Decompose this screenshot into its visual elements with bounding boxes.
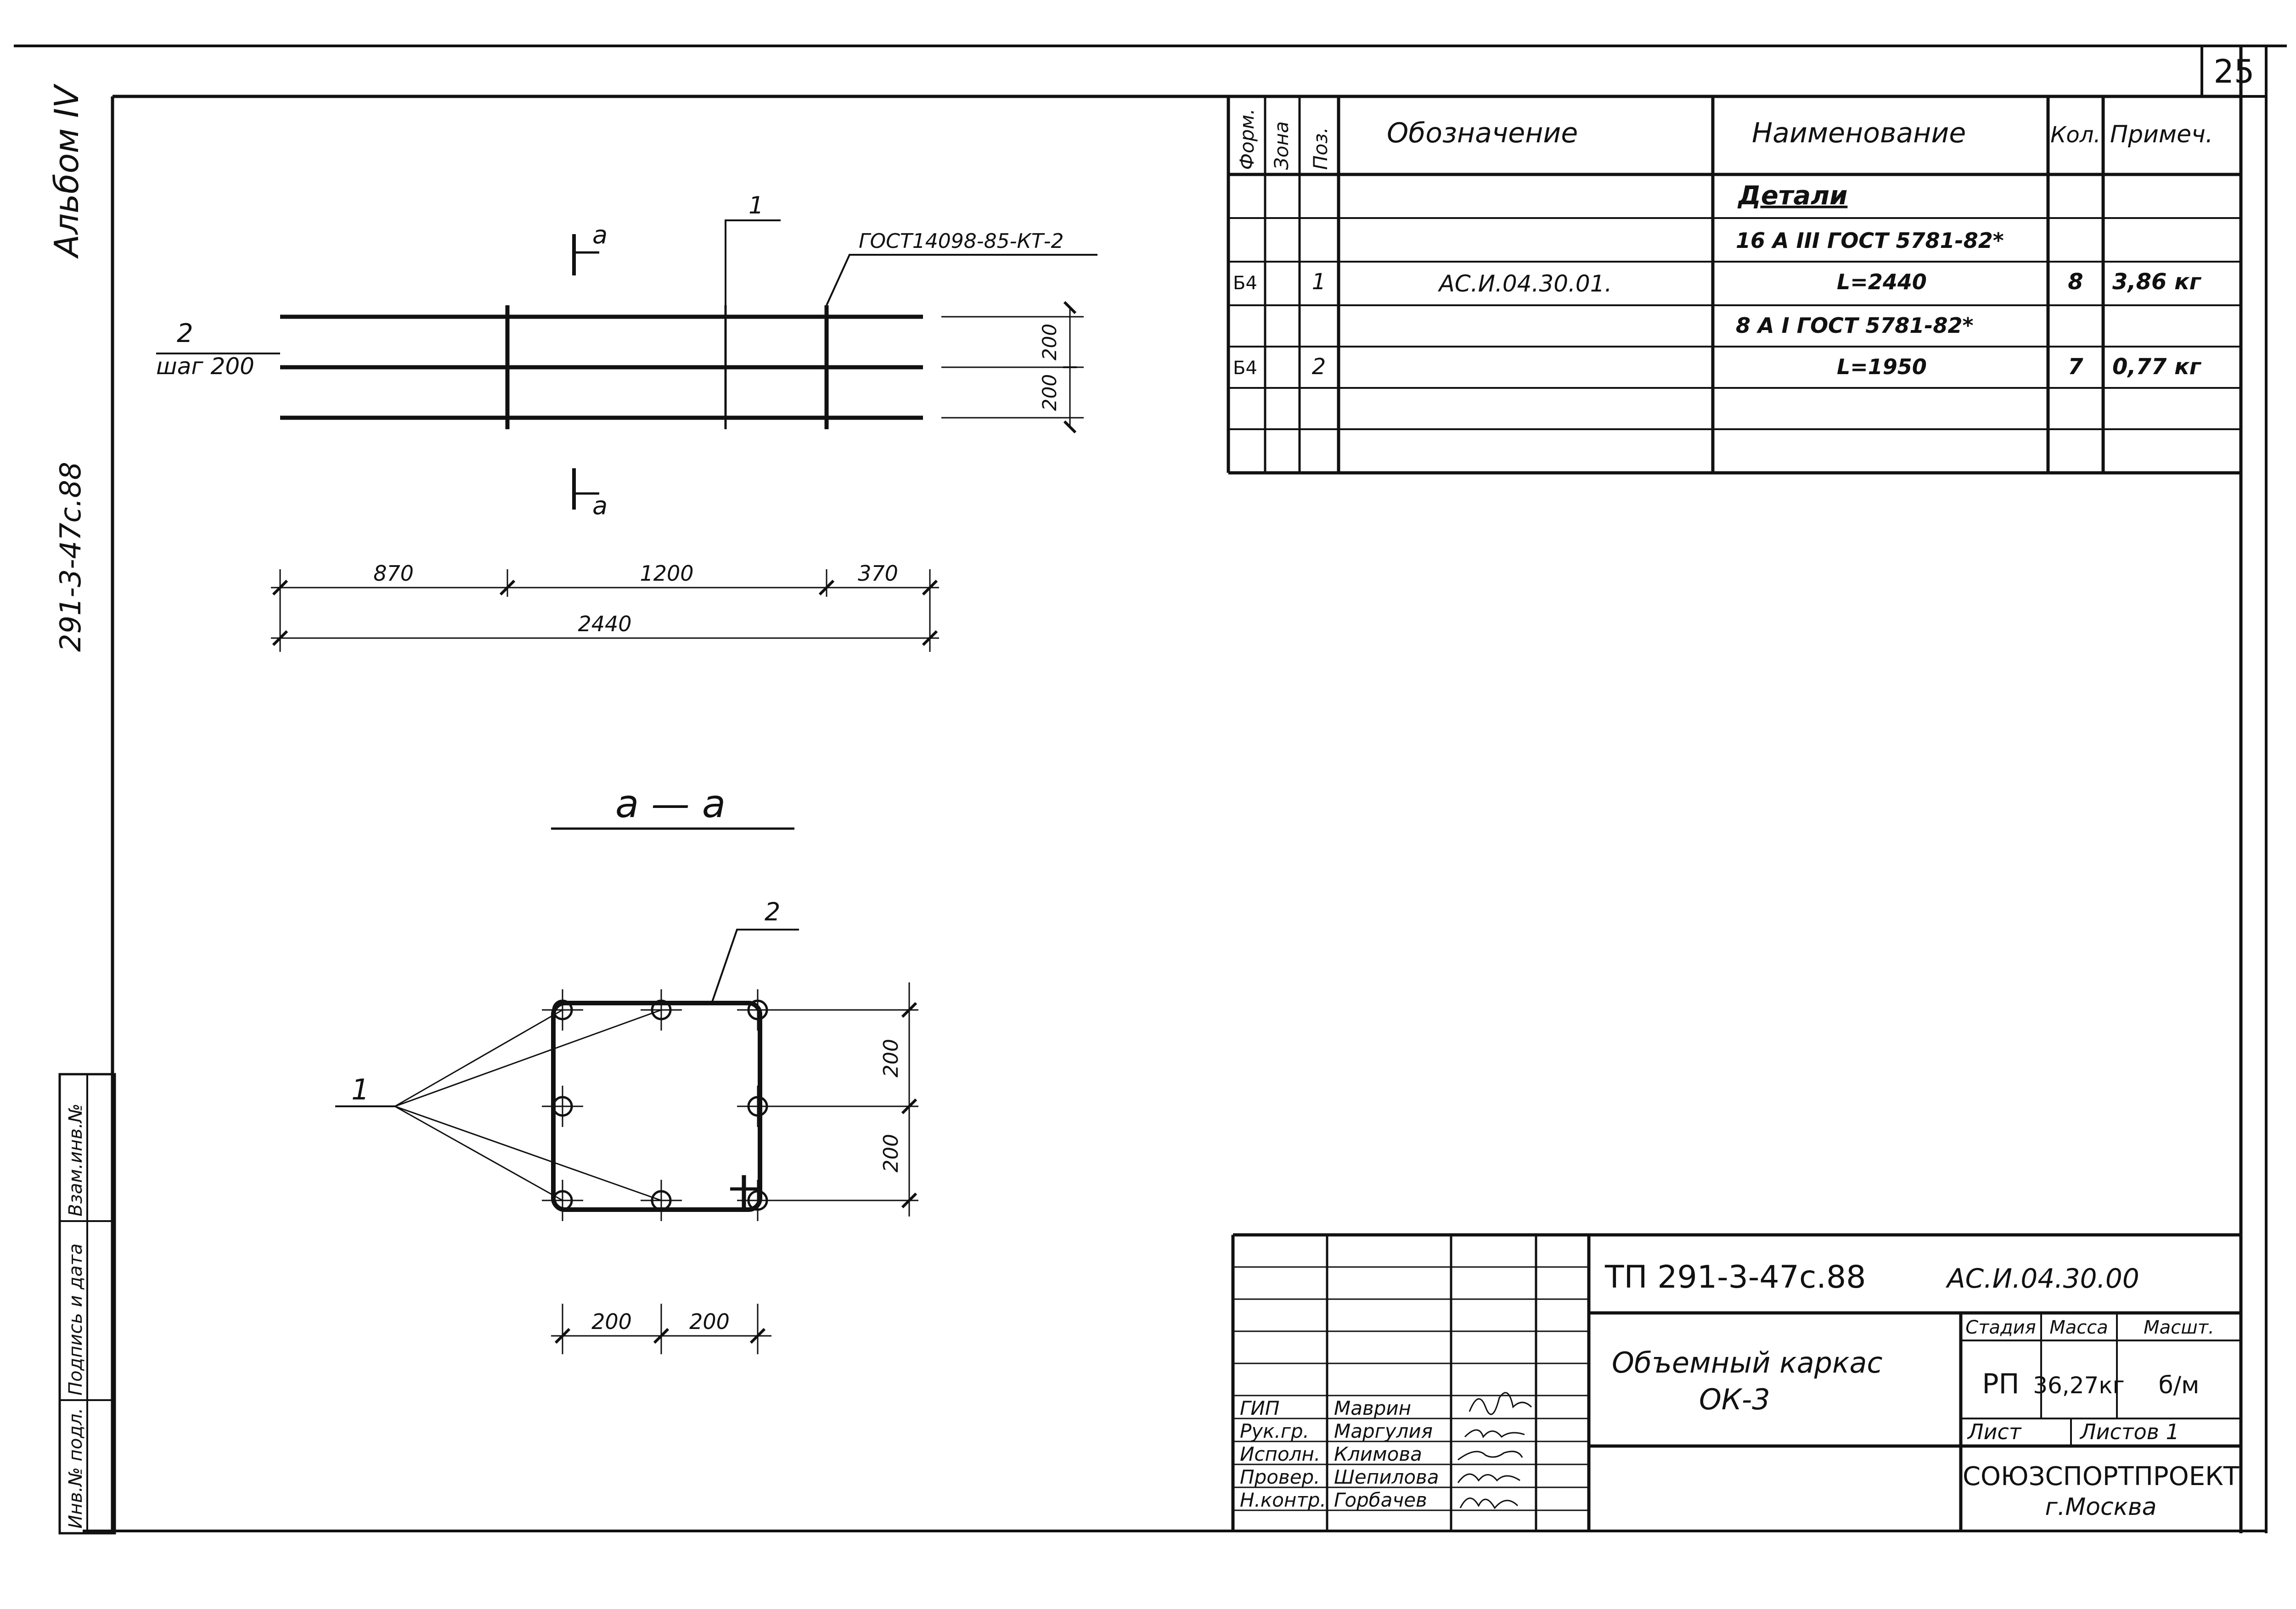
section-view <box>335 929 918 1354</box>
plan-view <box>156 219 1097 652</box>
section-mark-bottom: а <box>592 491 608 520</box>
signature-2 <box>1464 1429 1525 1439</box>
header-designation: Обозначение <box>1387 117 1578 149</box>
signature-1 <box>1469 1392 1532 1415</box>
mass-value: 36,27кг <box>2033 1372 2125 1399</box>
staff-name-1: Маврин <box>1334 1397 1411 1419</box>
row4-name: L=1950 <box>1837 354 1927 379</box>
bar-section-3 <box>737 989 778 1031</box>
row2-qty: 8 <box>2068 269 2083 295</box>
step-label: шаг 200 <box>156 353 254 380</box>
spec-table <box>1227 96 2241 475</box>
row4-qty: 7 <box>2068 354 2083 380</box>
header-name: Наименование <box>1752 117 1966 149</box>
stage-header: Стадия <box>1965 1317 2036 1338</box>
staff-role-2: Рук.гр. <box>1240 1420 1309 1442</box>
dim-total-2440: 2440 <box>578 611 631 636</box>
title-block <box>1231 1233 2241 1531</box>
project-number: ТП 291-3-47с.88 <box>1604 1259 1866 1295</box>
city: г.Москва <box>2045 1493 2156 1521</box>
header-zone: Зона <box>1270 121 1293 170</box>
dim-right-bottom: 200 <box>1038 374 1061 411</box>
sheets-label: Листов 1 <box>2079 1419 2179 1444</box>
row2-note: 3,86 кг <box>2112 269 2202 295</box>
bar-section-4 <box>542 1086 583 1127</box>
sheet-label: Лист <box>1967 1419 2022 1444</box>
mass-header: Масса <box>2049 1317 2108 1338</box>
dim-right-top: 200 <box>1038 324 1061 360</box>
section-dim-bottom-right: 200 <box>689 1309 730 1334</box>
stirrup-section <box>551 1001 762 1212</box>
section-title: а — а <box>615 781 726 826</box>
staff-name-4: Шепилова <box>1334 1466 1439 1488</box>
bar-label: 2 <box>177 319 193 348</box>
row2-name: L=2440 <box>1837 269 1927 294</box>
section-dim-right-top: 200 <box>879 1039 903 1077</box>
signature-4 <box>1457 1473 1520 1483</box>
staff-role-5: Н.контр. <box>1240 1489 1326 1511</box>
row4-format: Б4 <box>1233 358 1257 379</box>
margin-code: 291-3-47с.88 <box>54 462 87 652</box>
sheet-frame <box>14 45 2287 1533</box>
bar-section-5 <box>737 1086 778 1127</box>
pos1-leader-label: 1 <box>748 192 764 219</box>
section-pos2-label: 2 <box>765 897 780 926</box>
margin-stamp <box>58 1073 116 1535</box>
section-dim-right-bottom: 200 <box>879 1134 903 1172</box>
album-label: Альбом IV <box>47 83 86 259</box>
stage-value: РП <box>1982 1368 2019 1400</box>
scale-header: Масшт. <box>2144 1317 2214 1338</box>
drawing-title-line1: Объемный каркас <box>1612 1346 1883 1379</box>
header-format: Форм. <box>1236 108 1258 170</box>
drawing-title-line2: ОК-3 <box>1699 1383 1770 1416</box>
signature-3 <box>1458 1451 1523 1461</box>
header-note: Примеч. <box>2110 121 2213 148</box>
staff-name-2: Маргулия <box>1334 1420 1433 1442</box>
margin-cell-inv: Инв.№ подл. <box>65 1408 86 1529</box>
organization: СОЮЗСПОРТПРОЕКТ <box>1963 1462 2240 1491</box>
section-pos1-label: 1 <box>351 1073 369 1106</box>
dim-1200: 1200 <box>640 561 693 586</box>
section-mark-top: а <box>592 220 608 249</box>
row2-format: Б4 <box>1233 273 1257 294</box>
dim-370: 370 <box>858 561 898 586</box>
staff-role-3: Исполн. <box>1240 1443 1320 1465</box>
signature-5 <box>1459 1497 1519 1509</box>
dim-870: 870 <box>373 561 414 586</box>
margin-cell-repl: Взам.инв.№ <box>65 1104 86 1217</box>
gost-label: ГОСТ14098-85-КТ-2 <box>859 230 1064 253</box>
row1-name: 16 А III ГОСТ 5781-82* <box>1736 228 2004 253</box>
staff-role-1: ГИП <box>1240 1397 1279 1419</box>
document-code: АС.И.04.30.00 <box>1945 1263 2139 1294</box>
row0-name: Детали <box>1737 181 1847 211</box>
row4-note: 0,77 кг <box>2112 354 2202 380</box>
page-number: 25 <box>2213 53 2254 90</box>
row2-designation: АС.И.04.30.01. <box>1438 270 1612 297</box>
row4-pos: 2 <box>1312 354 1326 380</box>
staff-name-3: Климова <box>1334 1443 1422 1465</box>
header-qty: Кол. <box>2050 122 2100 148</box>
row2-pos: 1 <box>1312 269 1326 295</box>
staff-role-4: Провер. <box>1240 1466 1320 1488</box>
scale-value: б/м <box>2159 1372 2200 1399</box>
row3-name: 8 А I ГОСТ 5781-82* <box>1736 313 1974 338</box>
header-pos: Поз. <box>1309 127 1332 170</box>
margin-cell-sign: Подпись и дата <box>65 1244 86 1396</box>
section-dim-bottom-left: 200 <box>591 1309 632 1334</box>
staff-name-5: Горбачев <box>1334 1489 1427 1511</box>
